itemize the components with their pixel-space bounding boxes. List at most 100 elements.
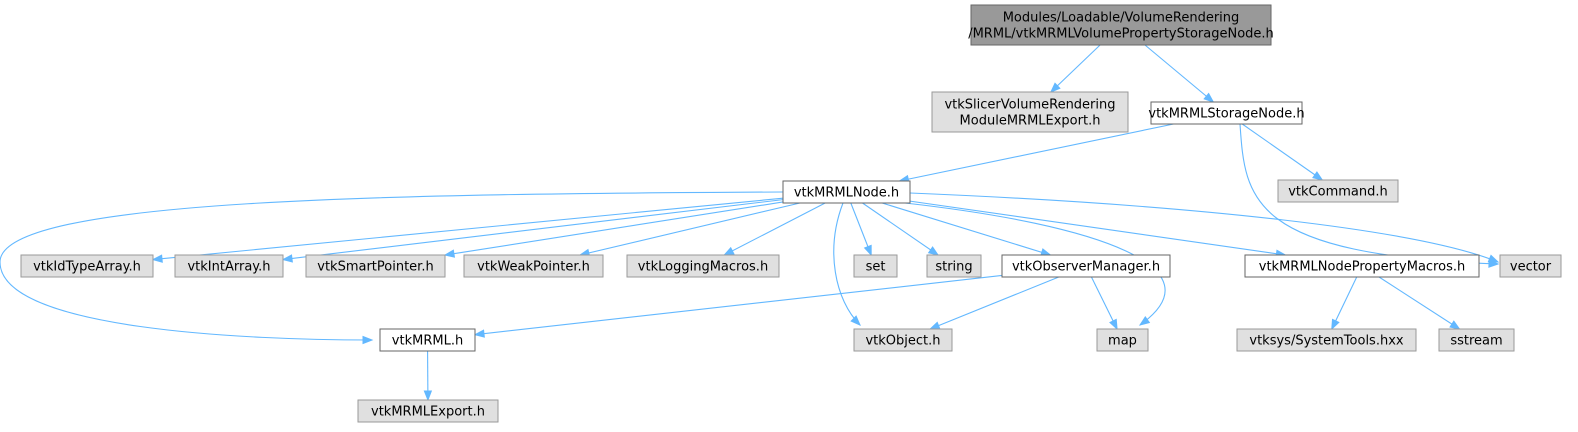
edge-mrml_node-to-set-arrowhead [863,244,872,257]
node-label: vtkMRMLNode.h [794,186,899,201]
node-box [174,254,284,278]
edge-mrml_node-to-vtk_mrml-arrowhead [362,335,374,345]
edge-property_macros-to-sstream [1378,276,1460,330]
node-string: string [926,254,982,278]
node-box [1096,328,1149,352]
edge-mrml_node-to-vtk_weakpointer [579,202,801,256]
node-vtk-mrml[interactable]: vtkMRML.h [379,328,476,352]
edge-mrml_node-to-vtk_intarray [282,199,784,261]
node-label: vtkMRML.h [392,334,463,349]
node-mrml-export: vtkMRMLExport.h [357,399,499,423]
node-label: ModuleMRMLExport.h [960,114,1101,129]
edge-mrml_node-to-map [904,202,1166,326]
edge-observer_manager-to-map [1090,276,1118,330]
edge-mrml_node-to-observer_manager [881,202,1051,256]
edge-mrml_node-to-string-arrowhead [927,246,940,256]
node-label: vtkMRMLStorageNode.h [1148,107,1304,122]
edge-mrml_node-to-vtk_smartpointer [444,201,784,256]
node-box [1277,179,1399,203]
edge-vtk_mrml-to-mrml_export-arrowhead [423,390,433,402]
node-box [626,254,780,278]
node-label: vtkIdTypeArray.h [33,260,141,275]
edge-root-to-storage_node-arrowhead [1203,92,1215,103]
node-label: Modules/Loadable/VolumeRendering [1003,11,1240,26]
node-label: vector [1510,260,1552,275]
edge-mrml_node-to-vtk_loggingmacros [724,202,826,256]
node-box [970,4,1272,46]
node-box [379,328,476,352]
node-systemtools: vtksys/SystemTools.hxx [1236,328,1417,352]
node-vtk-idtypearray: vtkIdTypeArray.h [20,254,154,278]
node-box [782,180,911,204]
node-label: vtksys/SystemTools.hxx [1249,334,1404,349]
node-label: set [866,260,886,275]
node-sstream: sstream [1438,328,1515,352]
node-vtk-intarray: vtkIntArray.h [174,254,284,278]
node-vtk-command: vtkCommand.h [1277,179,1399,203]
node-label: vtkObserverManager.h [1012,260,1160,275]
edge-mrml_node-to-string [862,202,939,256]
node-box [463,254,604,278]
edge-storage_node-to-vtk_command [1241,123,1323,181]
node-property-macros[interactable]: vtkMRMLNodePropertyMacros.h [1244,254,1480,278]
edge-mrml_node-to-property_macros [909,200,1286,256]
node-label: vtkMRMLNodePropertyMacros.h [1259,260,1465,275]
node-box [1236,328,1417,352]
edge-root-to-export_module [1050,44,1101,93]
edge-storage_node-to-vtk_command-arrowhead [1312,171,1324,181]
edge-mrml_node-to-vtk_mrml [0,191,784,341]
node-vtk-object: vtkObject.h [853,328,953,352]
edge-property_macros-to-systemtools-arrowhead [1331,318,1340,331]
node-box [1150,101,1303,125]
node-export-module: vtkSlicerVolumeRenderingModuleMRMLExport… [931,91,1129,133]
edge-mrml_node-to-vector-arrowhead [1487,254,1500,263]
edge-observer_manager-to-vtk_object-arrowhead [928,321,941,330]
edge-mrml_node-to-vtk_intarray-arrowhead [281,254,293,263]
edge-property_macros-to-systemtools [1331,276,1358,330]
node-label: vtkMRMLExport.h [371,405,485,420]
node-box [931,91,1129,133]
node-vtk-loggingmacros: vtkLoggingMacros.h [626,254,780,278]
nodes-layer: Modules/Loadable/VolumeRendering/MRML/vt… [20,4,1562,423]
node-root[interactable]: Modules/Loadable/VolumeRendering/MRML/vt… [968,4,1274,46]
node-label: vtkSmartPointer.h [317,260,433,275]
edge-mrml_node-to-vtk_object [833,202,861,326]
node-box [1499,254,1562,278]
node-box [926,254,982,278]
node-label: string [935,260,972,275]
node-label: vtkObject.h [865,334,940,349]
node-mrml-node[interactable]: vtkMRMLNode.h [782,180,911,204]
node-label: map [1108,334,1137,349]
node-box [357,399,499,423]
node-box [20,254,154,278]
edge-mrml_node-to-vtk_object-arrowhead [850,315,861,326]
edge-root-to-storage_node [1144,44,1214,103]
edge-mrml_node-to-vtk_loggingmacros-arrowhead [723,246,735,256]
node-vtk-smartpointer: vtkSmartPointer.h [305,254,446,278]
node-label: sstream [1450,334,1502,349]
node-box [853,328,953,352]
node-storage-node[interactable]: vtkMRMLStorageNode.h [1148,101,1305,125]
node-vector: vector [1499,254,1562,278]
edge-property_macros-to-sstream-arrowhead [1449,320,1461,330]
node-box [1244,254,1480,278]
node-label: vtkWeakPointer.h [477,260,590,275]
edge-observer_manager-to-map-arrowhead [1109,318,1118,331]
edge-mrml_node-to-vtk_idtypearray [152,197,784,261]
node-label: vtkIntArray.h [187,260,270,275]
edge-observer_manager-to-vtk_object [929,276,1060,330]
edge-mrml_node-to-vtk_smartpointer-arrowhead [443,249,456,258]
edge-mrml_node-to-vector [909,192,1499,263]
node-map: map [1096,328,1149,352]
node-label: vtkLoggingMacros.h [638,260,768,275]
node-label: /MRML/vtkMRMLVolumePropertyStorageNode.h [968,27,1274,42]
node-observer-manager[interactable]: vtkObserverManager.h [1001,254,1171,278]
node-box [305,254,446,278]
edge-mrml_node-to-vtk_idtypearray-arrowhead [151,254,163,263]
node-box [1001,254,1171,278]
edge-root-to-export_module-arrowhead [1049,82,1061,93]
edge-storage_node-to-mrml_node [899,123,1174,182]
edge-observer_manager-to-vtk_mrml [474,274,1003,336]
node-set: set [853,254,898,278]
